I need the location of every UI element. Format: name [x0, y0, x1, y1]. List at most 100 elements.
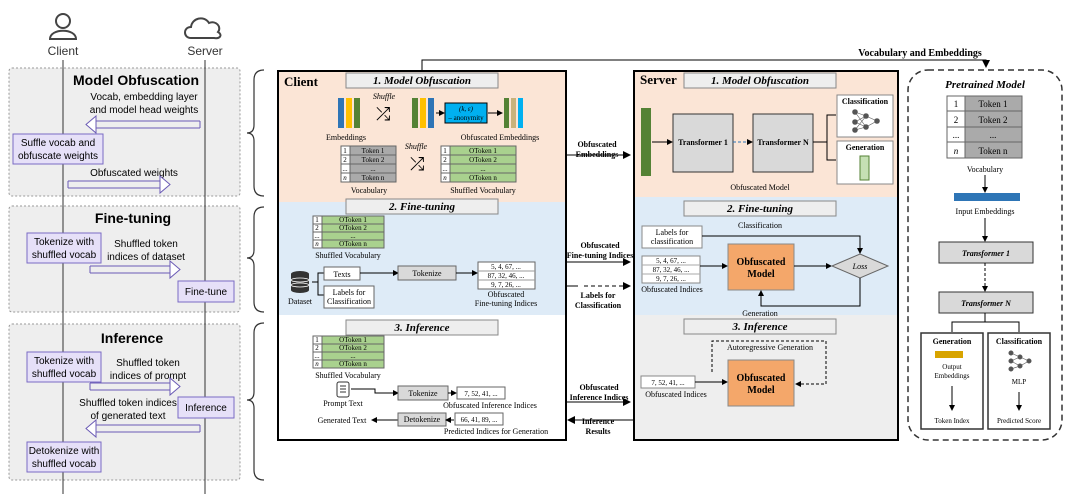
- inf-msg1-line2: indices of prompt: [110, 371, 186, 382]
- ft-msg-line1: Shuffled token: [114, 239, 178, 250]
- middle-arrows: Obfuscated Embeddings Obfuscated Fine-tu…: [566, 140, 636, 436]
- svg-text:1: 1: [315, 336, 319, 344]
- pretrained-classification-box: [987, 332, 1051, 430]
- obf-model-inf-line1: Obfuscated: [737, 373, 786, 384]
- pretrained-transformer-1: [938, 241, 1034, 264]
- msg-vocab-weights-2: and model head weights: [90, 105, 198, 116]
- arrow-label-obf-emb-2: Embeddings: [576, 150, 619, 159]
- pretrained-generation-label: Generation: [933, 337, 972, 346]
- svg-text:2: 2: [315, 344, 319, 352]
- vocab-idx: 2: [343, 156, 347, 164]
- vocab-idx: ...: [342, 165, 348, 173]
- server-sec3-title: 3. Inference: [732, 321, 788, 333]
- svg-text:2: 2: [954, 115, 959, 125]
- vocab-idx: n: [343, 174, 347, 182]
- server-inf-obf-indices-label: Obfuscated Indices: [645, 390, 707, 399]
- document-icon: [336, 381, 350, 398]
- k-epsilon-label: (k, ε): [459, 105, 474, 113]
- ft-box-line1: Tokenize with: [34, 237, 94, 248]
- ft-index-row: 5, 4, 67, ...: [491, 263, 521, 271]
- pretrained-panel: Pretrained Model 1 2 ... n Token 1 Token…: [907, 69, 1063, 441]
- transformer-1-box: [672, 113, 734, 173]
- obf-embeddings-label: Obfuscated Embeddings: [461, 133, 539, 142]
- pred-indices-label: Predicted Indices for Generation: [444, 427, 548, 436]
- server-frame: [633, 70, 899, 441]
- client-sec2-header: [345, 198, 499, 215]
- server-indices-box: [641, 255, 701, 284]
- server-panel: Server 1. Model Obfuscation Transformer …: [633, 70, 899, 441]
- server-obf-indices-label: Obfuscated Indices: [641, 285, 703, 294]
- svg-text:n: n: [315, 360, 319, 368]
- ft-generation-label: Generation: [742, 309, 778, 318]
- ft-tokenize-label: Tokenize: [412, 269, 442, 278]
- shuffle-label-1: Shuffle: [373, 92, 396, 101]
- ft-box-line2: shuffled vocab: [32, 250, 97, 261]
- detokenize-label: Detokenize: [404, 415, 441, 424]
- shuffle-box-line1: Suffle vocab and: [21, 138, 95, 149]
- svg-text:...: ...: [350, 352, 356, 360]
- ft-msg-line2: indices of dataset: [107, 252, 185, 263]
- client-panel: Client 1. Model Obfuscation Embeddings S…: [277, 70, 567, 441]
- shuffled-vocabulary-table: 1 2 ... n OToken 1 OToken 2 ... OToken n: [440, 145, 517, 183]
- labels-cls-box: [323, 285, 375, 309]
- dataset-label: Dataset: [288, 297, 313, 306]
- arrow-label-results-1: Inference: [582, 417, 615, 426]
- arrow-label-obf-emb-1: Obfuscated: [577, 140, 617, 149]
- pretrained-title: Pretrained Model: [945, 79, 1026, 91]
- labels-cls-line1: Labels for: [333, 288, 366, 297]
- neural-net-icon: [852, 109, 880, 133]
- svg-text:Token n: Token n: [978, 146, 1008, 156]
- inf-box1-line1: Tokenize with: [34, 356, 94, 367]
- inf-shuffled-vocab-table: 1 2 ... n OToken 1 OToken 2 ... OToken n: [312, 335, 385, 369]
- generated-text-label: Generated Text: [318, 416, 368, 425]
- svg-text:2: 2: [315, 224, 319, 232]
- database-icon: [290, 271, 310, 293]
- token-index-label: Token Index: [934, 417, 970, 425]
- section-title-ft: Fine-tuning: [95, 210, 171, 226]
- inf-tokenize-box: [26, 351, 102, 383]
- left-panel: Client Server Model Obfuscation Fine-tun…: [8, 13, 241, 494]
- svg-text:OToken 1: OToken 1: [339, 336, 367, 344]
- client-sec1-title: 1. Model Obfuscation: [373, 75, 471, 87]
- client-label: Client: [48, 44, 79, 58]
- svg-text:Token 1: Token 1: [978, 99, 1007, 109]
- server-sec1-title: 1. Model Obfuscation: [711, 75, 809, 87]
- vocab-token: Token n: [362, 174, 385, 182]
- obf-model-label: Obfuscated Model: [730, 183, 790, 192]
- vocab-token: Token 2: [362, 156, 385, 164]
- predicted-score-label: Predicted Score: [997, 417, 1041, 425]
- output-emb-line1: Output: [942, 363, 962, 371]
- autoregressive-label: Autoregressive Generation: [727, 343, 813, 352]
- svg-text:n: n: [443, 174, 447, 182]
- texts-label: Texts: [333, 270, 350, 279]
- generation-bar: [859, 155, 870, 181]
- pretrained-vocab-label: Vocabulary: [967, 165, 1003, 174]
- svg-text:...: ...: [953, 130, 960, 140]
- svg-text:...: ...: [442, 165, 448, 173]
- arrow-label-labels-1: Labels for: [581, 291, 616, 300]
- server-sec2-header: [683, 200, 837, 217]
- classification-head-label: Classification: [842, 97, 889, 106]
- input-embeddings-bar: [954, 193, 1020, 201]
- person-icon: [48, 13, 78, 40]
- svg-text:OToken 1: OToken 1: [339, 216, 367, 224]
- output-embeddings-bar: [935, 351, 963, 358]
- ft-shuffled-vocab-table: 1 2 ... n OToken 1 OToken 2 ... OToken n: [312, 215, 385, 249]
- pretrained-generation-box: [920, 332, 984, 430]
- server-label: Server: [187, 44, 222, 58]
- server-sec2-title: 2. Fine-tuning: [726, 203, 794, 215]
- server-index-row: 5, 4, 67, ...: [656, 257, 686, 265]
- arrow-label-obf-ft-2: Fine-tuning Indices: [567, 251, 633, 260]
- svg-text:OToken n: OToken n: [469, 174, 497, 182]
- prompt-text-label: Prompt Text: [323, 399, 363, 408]
- client-sec3-header: [345, 319, 499, 336]
- transformer-n-box: [752, 113, 814, 173]
- inf-box1-line2: shuffled vocab: [32, 369, 97, 380]
- server-index-row: 9, 7, 26, ...: [656, 275, 686, 283]
- msg-vocab-weights-1: Vocab, embedding layer: [90, 92, 198, 103]
- svg-text:OToken n: OToken n: [339, 240, 367, 248]
- server-embedding-bar: [641, 108, 651, 176]
- labels-cls-line2: Classification: [327, 297, 371, 306]
- ft-indices-box: [477, 261, 536, 290]
- server-sec3-header: [683, 318, 837, 335]
